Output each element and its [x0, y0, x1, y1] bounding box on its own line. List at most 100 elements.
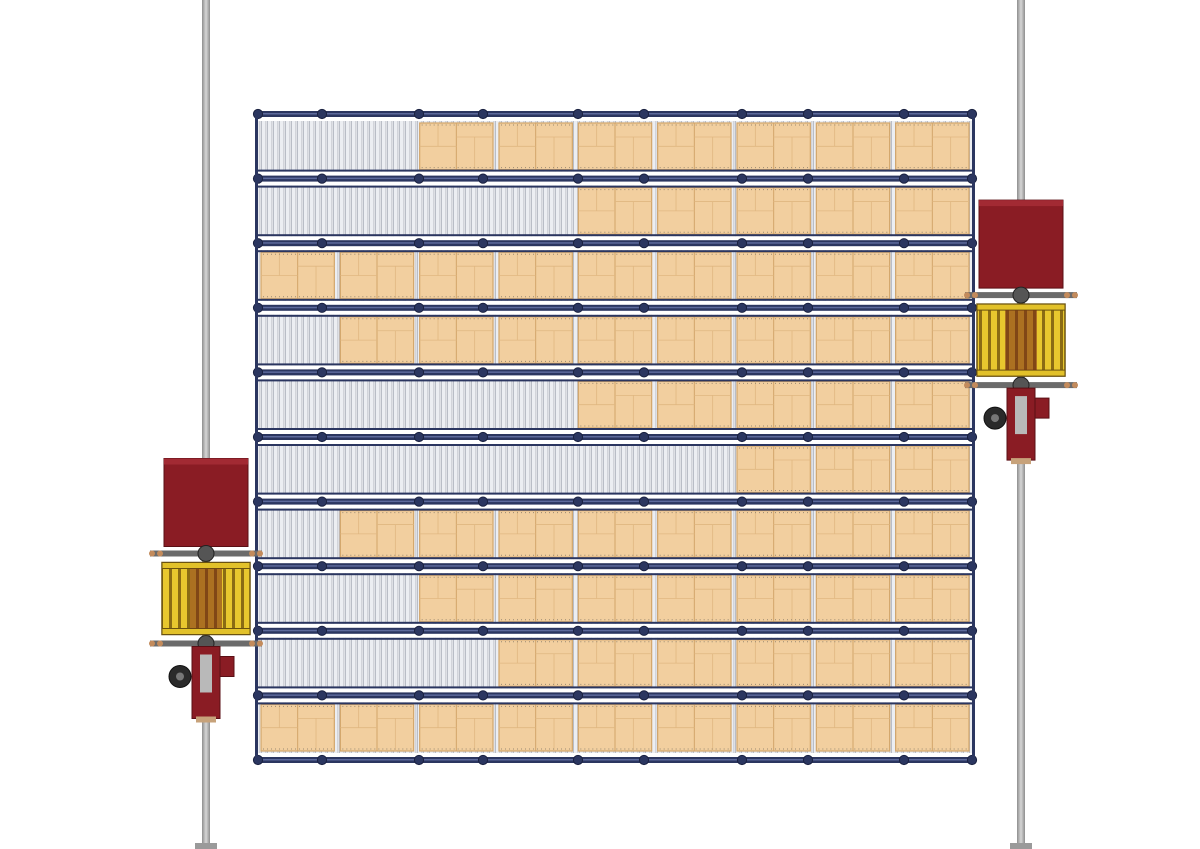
crane-cabinet-top [164, 458, 248, 465]
pallet [577, 510, 653, 558]
rack-post [413, 302, 425, 313]
pallet [736, 380, 811, 429]
rack-rail-bottom [256, 702, 974, 705]
rack-post [572, 754, 584, 766]
rack-rail-top [256, 621, 974, 624]
rack-side-left [255, 114, 258, 760]
rack-lane [258, 702, 972, 753]
rack-post [477, 431, 489, 443]
rack-post [572, 367, 584, 378]
rack-beam-highlight [256, 694, 974, 696]
pallet [498, 574, 573, 623]
rack-rail-bottom [256, 508, 974, 511]
rack-rail-top [256, 169, 974, 172]
rack-beam-highlight [256, 177, 974, 180]
stacker-crane [964, 199, 1078, 465]
rack-post [572, 302, 584, 313]
rack-post [477, 367, 489, 378]
pallet [895, 251, 970, 300]
stacker-crane [149, 458, 263, 723]
pallet [339, 251, 415, 300]
pallet [498, 703, 573, 752]
rack-post [316, 690, 328, 701]
pallet [815, 316, 891, 364]
rack-post [802, 302, 814, 313]
rack-lane [258, 444, 972, 495]
pallet [577, 251, 653, 300]
pallet [498, 122, 573, 171]
crane-arm-end [972, 292, 978, 299]
fork-frame [976, 303, 1066, 311]
pallet [419, 574, 494, 623]
fork-center [1005, 310, 1037, 371]
pallet [577, 380, 653, 429]
pallet [736, 251, 811, 300]
crane-wheel [196, 716, 216, 723]
rack-post [736, 367, 748, 378]
crane-arm-end [1072, 292, 1078, 299]
rack-rail-bottom [256, 444, 974, 446]
pallet [657, 187, 732, 235]
crane-cabinet [978, 199, 1064, 289]
pallet [895, 574, 970, 623]
rack-beam-highlight [256, 629, 974, 632]
rack-post [898, 754, 910, 766]
crane-arm-end [964, 382, 970, 389]
rack-post [736, 173, 748, 184]
pallet [815, 122, 891, 171]
rack-lane [258, 573, 972, 624]
pallet [815, 574, 891, 623]
rack-rail-top [256, 492, 974, 495]
rack-rail-bottom [256, 314, 974, 317]
rack-post [638, 173, 650, 184]
rack-post [572, 561, 584, 572]
pallet [498, 251, 573, 300]
crane-arm-end [149, 550, 155, 557]
rack-post [477, 561, 489, 572]
rack-post [638, 690, 650, 701]
crane-cabinet [163, 458, 249, 547]
rack-post [572, 108, 584, 120]
rack-post [638, 367, 650, 378]
rack-post [477, 754, 489, 766]
pallet [815, 639, 891, 687]
pallet [657, 251, 732, 300]
rack-post [316, 431, 328, 443]
pallet [260, 251, 335, 300]
pallet [339, 703, 415, 752]
pallet [736, 445, 811, 494]
rack-post [572, 431, 584, 443]
fork-frame [161, 562, 251, 569]
rack-post [638, 561, 650, 572]
rack-lane [258, 379, 972, 430]
pallet [419, 703, 494, 752]
fork-center [190, 568, 222, 629]
rack-beam-highlight [256, 436, 974, 438]
pallet [577, 122, 653, 171]
rack-post [316, 625, 328, 636]
rack-post [736, 238, 748, 249]
crane-arm-end [157, 640, 163, 647]
pallet [736, 122, 811, 171]
pallet [895, 703, 970, 752]
rack-beam-highlight [256, 759, 974, 761]
pallet [815, 251, 891, 300]
crane-arm-end [257, 550, 263, 557]
crane-hub [1012, 286, 1030, 304]
rack-lane [258, 314, 972, 366]
rack-post [736, 561, 748, 572]
rack-rail-top [256, 686, 974, 689]
pallet [815, 703, 891, 752]
rack-post [898, 173, 910, 184]
rack-rail-bottom [256, 573, 974, 576]
pallet [657, 639, 732, 687]
rack-post [477, 238, 489, 249]
rack-post [477, 108, 489, 120]
pallet [577, 703, 653, 752]
pallet [498, 639, 573, 687]
rack-post [413, 690, 425, 701]
rack-post [316, 302, 328, 313]
rack-post [898, 108, 910, 120]
rack-rail-bottom [256, 379, 974, 382]
rack-post [898, 238, 910, 249]
